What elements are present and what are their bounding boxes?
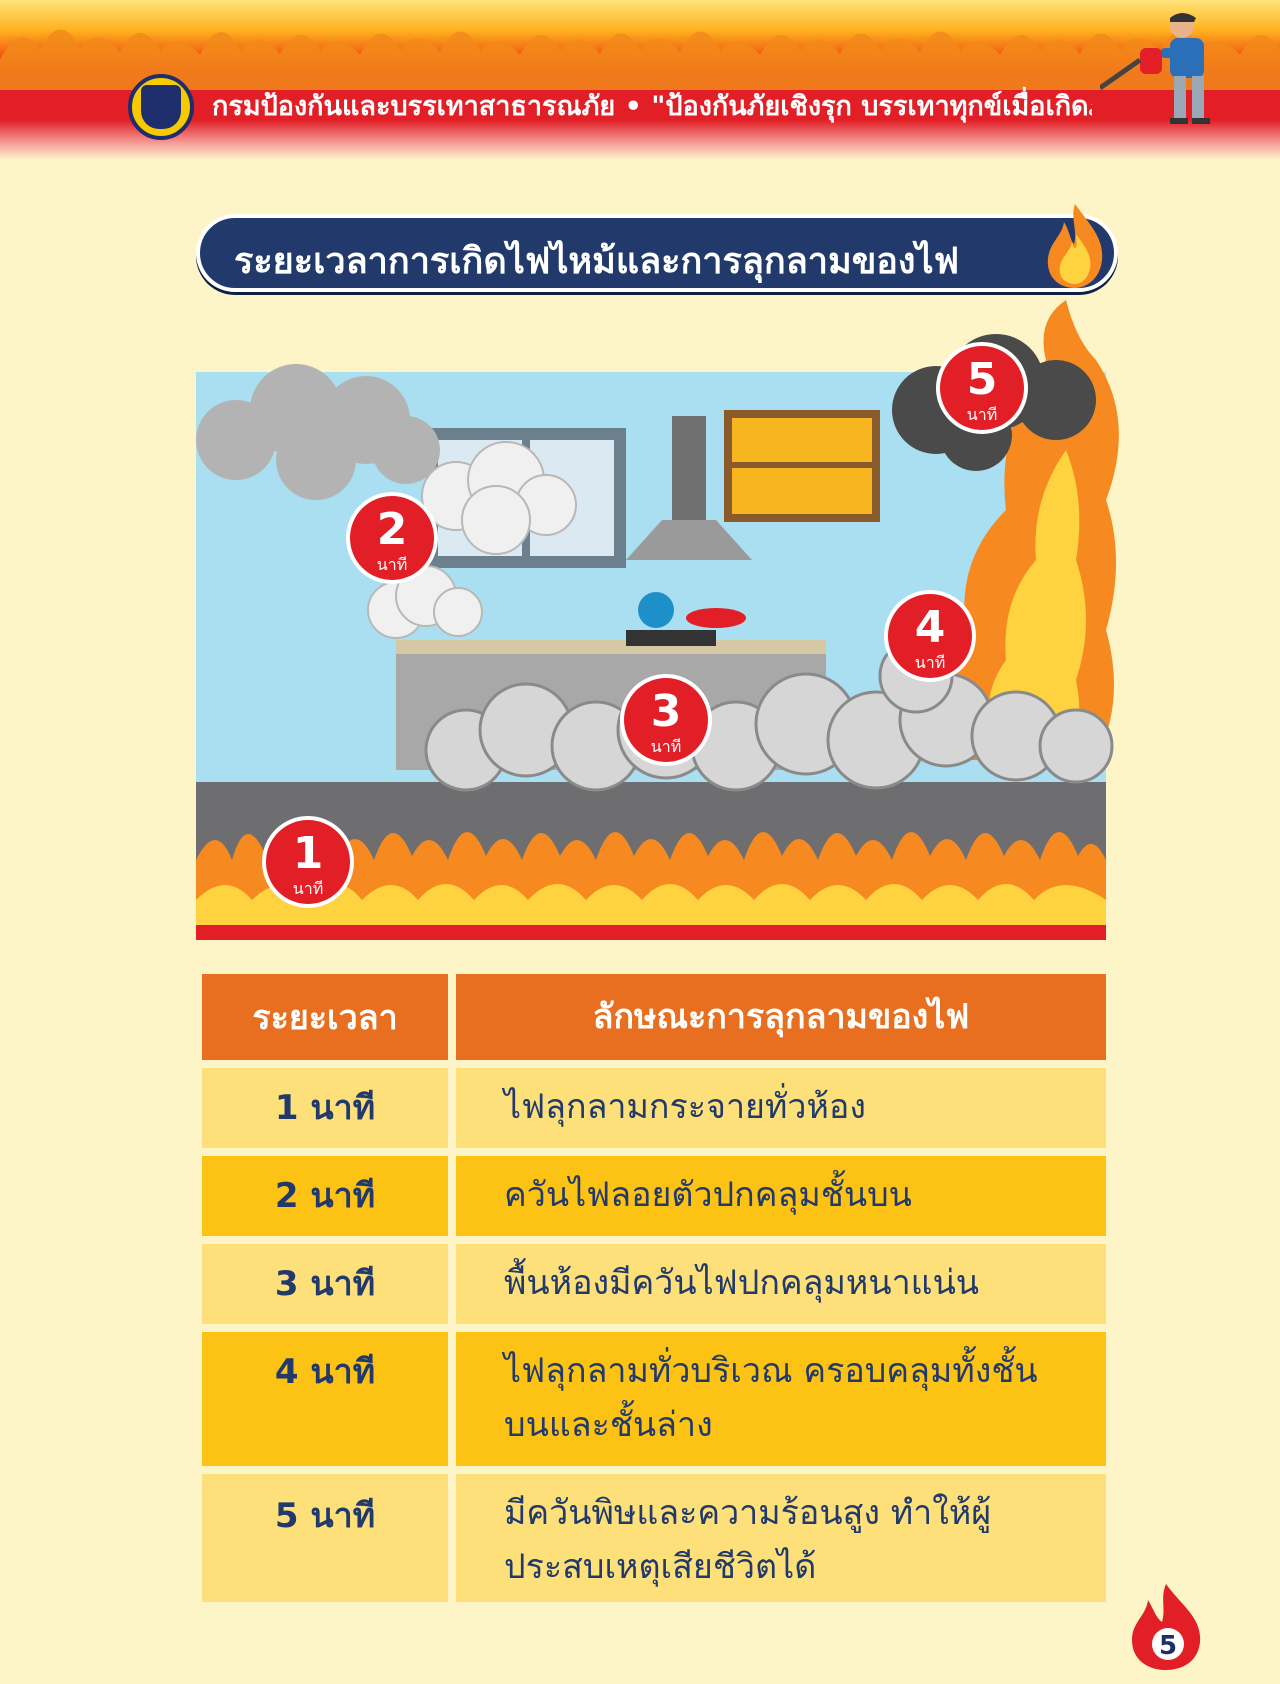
svg-text:นาที: นาที <box>293 879 323 898</box>
table-row: 2 นาที ควันไฟลอยตัวปกคลุมชั้นบน <box>202 1156 1106 1236</box>
department-emblem-logo <box>128 74 194 140</box>
svg-text:4: 4 <box>915 602 946 653</box>
minute-badge-2: 2 นาที <box>346 492 438 584</box>
svg-text:5: 5 <box>967 354 998 405</box>
page-title: ระยะเวลาการเกิดไฟไหม้และการลุกลามของไฟ <box>234 241 960 282</box>
minute-badge-5: 5 นาที <box>936 342 1028 434</box>
table-header-row: ระยะเวลา ลักษณะการลุกลามของไฟ <box>202 974 1106 1060</box>
svg-text:1: 1 <box>293 828 324 879</box>
table-header-description: ลักษณะการลุกลามของไฟ <box>456 974 1106 1060</box>
fire-icon <box>1047 204 1103 288</box>
table-row: 5 นาที มีควันพิษและความร้อนสูง ทำให้ผู้ป… <box>202 1474 1106 1602</box>
firefighter-illustration <box>1100 13 1210 124</box>
range-hood <box>626 416 752 560</box>
page-number: 5 <box>1159 1631 1177 1661</box>
smoke-cloud-window <box>367 441 577 639</box>
header-banner: กรมป้องกันและบรรเทาสาธารณภัย • "ป้องกันภ… <box>0 0 1280 160</box>
fire-spread-illustration: 1 นาที 2 นาที 3 นาที 4 นาที 5 นาที <box>196 300 1119 940</box>
table-cell-time: 2 นาที <box>202 1156 448 1236</box>
table-cell-time: 1 นาที <box>202 1068 448 1148</box>
minute-badge-3: 3 นาที <box>620 674 712 766</box>
header-flames-decoration <box>0 29 1280 90</box>
svg-text:2: 2 <box>377 504 408 555</box>
header-slogan: กรมป้องกันและบรรเทาสาธารณภัย • "ป้องกันภ… <box>212 91 1092 122</box>
svg-text:3: 3 <box>651 686 682 737</box>
table-row: 4 นาที ไฟลุกลามทั่วบริเวณ ครอบคลุมทั้งชั… <box>202 1332 1106 1466</box>
table-row: 3 นาที พื้นห้องมีควันไฟปกคลุมหนาแน่น <box>202 1244 1106 1324</box>
svg-text:นาที: นาที <box>967 405 997 424</box>
table-cell-time: 4 นาที <box>202 1332 448 1466</box>
minute-badge-4: 4 นาที <box>884 590 976 682</box>
table-cell-description: พื้นห้องมีควันไฟปกคลุมหนาแน่น <box>456 1244 1106 1324</box>
svg-text:นาที: นาที <box>377 555 407 574</box>
svg-text:นาที: นาที <box>915 653 945 672</box>
smoke-cloud-top-left <box>196 364 440 500</box>
table-cell-time: 3 นาที <box>202 1244 448 1324</box>
table-cell-description: ไฟลุกลามทั่วบริเวณ ครอบคลุมทั้งชั้นบนและ… <box>456 1332 1106 1466</box>
table-cell-description: ควันไฟลอยตัวปกคลุมชั้นบน <box>456 1156 1106 1236</box>
kitchen-shelf <box>724 410 880 522</box>
page-number-badge: 5 <box>1132 1584 1201 1670</box>
table-header-time: ระยะเวลา <box>202 974 448 1060</box>
table-cell-description: ไฟลุกลามกระจายทั่วห้อง <box>456 1068 1106 1148</box>
table-cell-description: มีควันพิษและความร้อนสูง ทำให้ผู้ประสบเหต… <box>456 1474 1106 1602</box>
svg-text:นาที: นาที <box>651 737 681 756</box>
table-cell-time: 5 นาที <box>202 1474 448 1602</box>
minute-badge-1: 1 นาที <box>262 816 354 908</box>
fire-spread-table: ระยะเวลา ลักษณะการลุกลามของไฟ 1 นาที ไฟล… <box>202 974 1106 1610</box>
table-row: 1 นาที ไฟลุกลามกระจายทั่วห้อง <box>202 1068 1106 1148</box>
page-title-banner: ระยะเวลาการเกิดไฟไหม้และการลุกลามของไฟ <box>196 214 1118 292</box>
